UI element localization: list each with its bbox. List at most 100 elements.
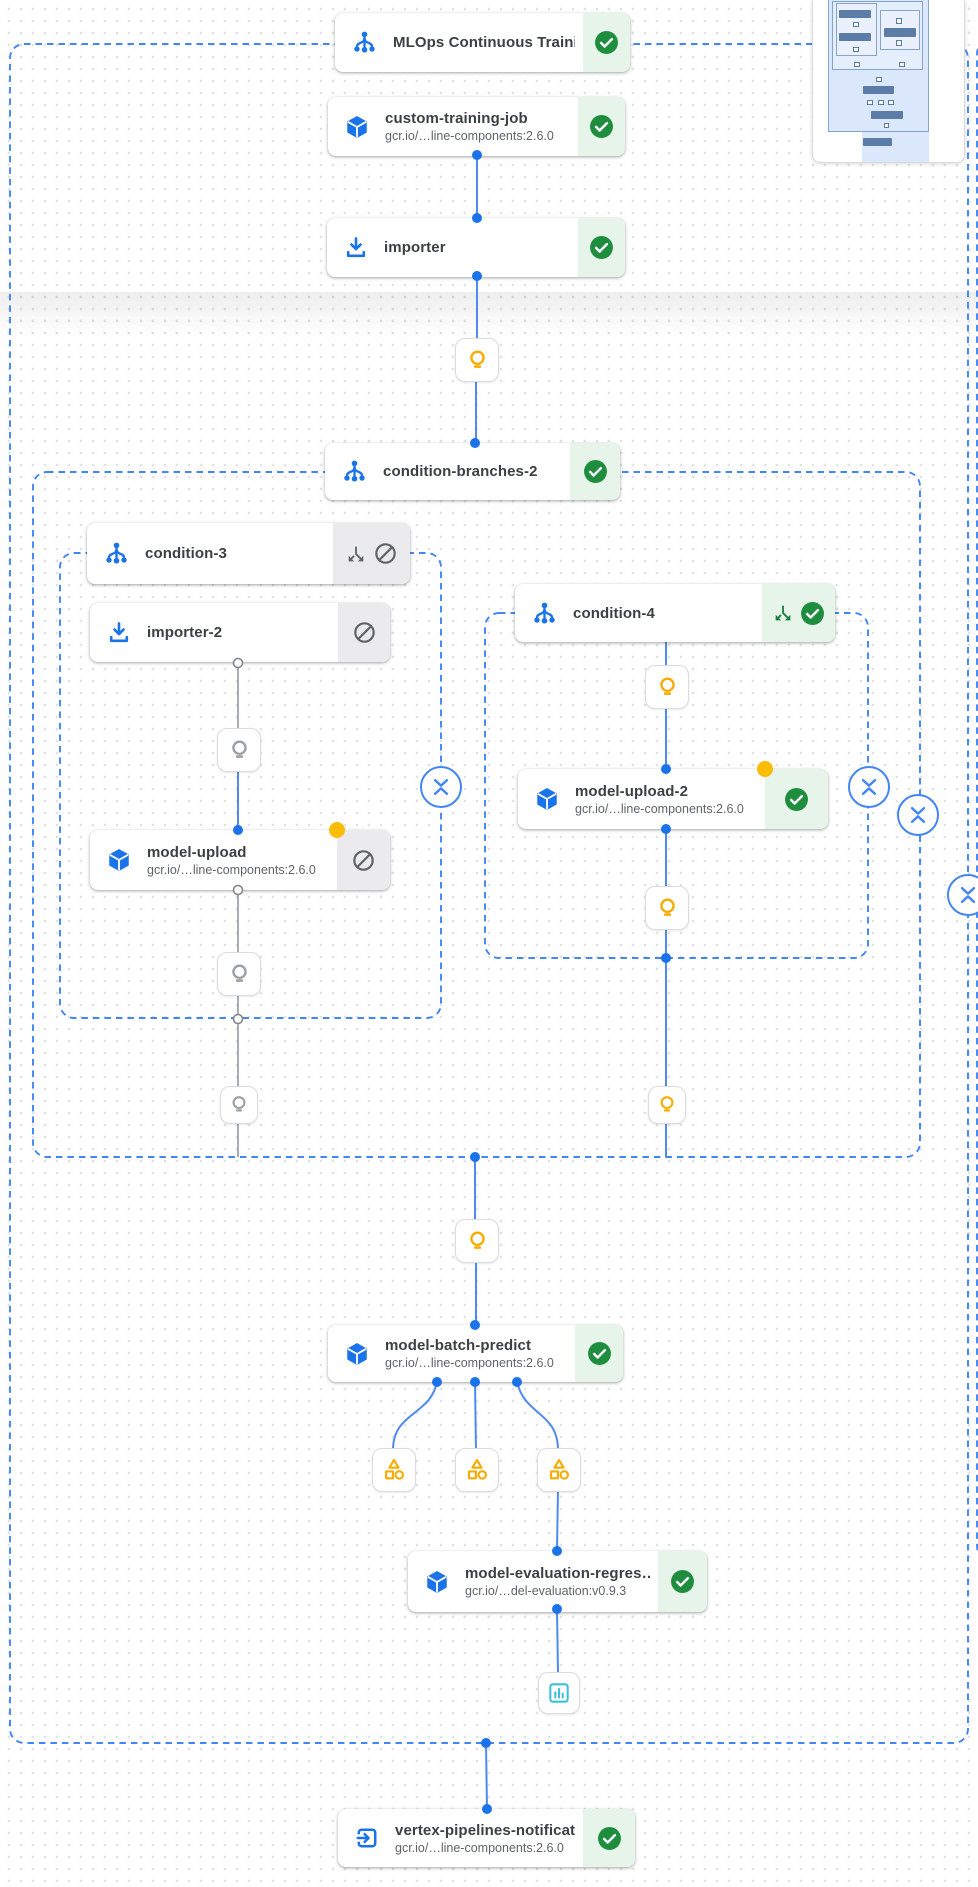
lightbulb-icon: [464, 1228, 491, 1255]
node-model-batch-predict[interactable]: model-batch-predict gcr.io/…line-compone…: [328, 1325, 623, 1382]
minimap-viewport-band: [862, 132, 929, 162]
minimap-marker: [899, 62, 905, 67]
node-vertex-pipelines-notification[interactable]: vertex-pipelines-notificat… gcr.io/…line…: [338, 1809, 635, 1867]
condition-marker[interactable]: [455, 1219, 499, 1263]
artifact-marker[interactable]: [372, 1448, 416, 1492]
collapse-group-condition-4-button[interactable]: [848, 766, 890, 808]
minimap-marker: [896, 18, 902, 24]
status-badge: [583, 1809, 635, 1867]
skipped-icon: [373, 541, 398, 566]
node-title: MLOps Continuous Traini…: [393, 34, 575, 51]
status-badge: [583, 13, 630, 72]
condition-marker[interactable]: [217, 728, 261, 772]
dag-icon: [103, 540, 130, 567]
check-circle-icon: [583, 459, 608, 484]
dag-icon: [531, 600, 558, 627]
collapse-icon: [850, 766, 888, 808]
artifact-marker[interactable]: [455, 1448, 499, 1492]
minimap[interactable]: [812, 0, 965, 163]
minimap-node: [839, 33, 871, 41]
node-subtitle: gcr.io/…line-components:2.6.0: [575, 801, 744, 816]
artifact-icon: [380, 1456, 408, 1484]
skipped-icon: [351, 848, 376, 873]
condition-marker[interactable]: [220, 1086, 258, 1124]
cube-icon: [344, 114, 370, 140]
check-circle-icon: [589, 235, 614, 260]
condition-marker[interactable]: [645, 886, 689, 930]
status-badge: [338, 603, 390, 662]
check-circle-icon: [587, 1341, 612, 1366]
minimap-marker: [876, 77, 882, 82]
check-circle-icon: [589, 114, 614, 139]
exit-icon: [354, 1825, 380, 1851]
minimap-marker: [854, 62, 860, 67]
node-condition-branches-2[interactable]: condition-branches-2: [325, 443, 620, 500]
condition-marker[interactable]: [455, 338, 499, 382]
branch-split-icon: [772, 602, 794, 624]
collapse-icon: [899, 794, 937, 836]
node-subtitle: gcr.io/…del-evaluation:v0.9.3: [465, 1584, 627, 1598]
cached-execution-dot: [757, 761, 773, 777]
dag-icon: [351, 29, 378, 56]
minimap-marker: [867, 100, 873, 105]
status-badge: [578, 97, 625, 156]
lightbulb-icon: [654, 674, 681, 701]
artifact-icon: [463, 1456, 491, 1484]
node-title: importer-2: [147, 624, 223, 641]
condition-marker[interactable]: [648, 1086, 686, 1124]
lightbulb-icon: [655, 1093, 679, 1117]
artifact-marker[interactable]: [537, 1448, 581, 1492]
condition-marker[interactable]: [645, 665, 689, 709]
node-subtitle: gcr.io/…line-components:2.6.0: [385, 1356, 554, 1370]
status-badge: [570, 443, 620, 500]
collapse-group-pipeline-button[interactable]: [947, 874, 978, 916]
minimap-node: [871, 111, 903, 119]
minimap-marker: [888, 100, 894, 105]
lightbulb-icon: [227, 1093, 251, 1117]
minimap-node: [839, 10, 871, 18]
minimap-marker: [896, 40, 902, 46]
canvas-scroll-shadow: [0, 292, 978, 338]
condition-marker[interactable]: [217, 952, 261, 996]
status-badge: [333, 523, 410, 584]
node-title: model-upload-2: [575, 782, 689, 800]
node-title: condition-branches-2: [383, 463, 538, 480]
node-custom-training-job[interactable]: custom-training-job gcr.io/…line-compone…: [328, 97, 625, 156]
lightbulb-icon: [226, 961, 253, 988]
node-model-upload-2[interactable]: model-upload-2 gcr.io/…line-components:2…: [518, 761, 828, 829]
node-title: model-upload: [147, 843, 247, 861]
node-model-upload[interactable]: model-upload gcr.io/…line-components:2.6…: [90, 822, 390, 890]
node-condition-4[interactable]: condition-4: [515, 584, 835, 642]
collapse-icon: [422, 766, 460, 808]
node-subtitle: gcr.io/…line-components:2.6.0: [147, 862, 316, 877]
node-importer[interactable]: importer: [327, 218, 625, 277]
cube-icon: [344, 1341, 370, 1367]
minimap-node: [863, 86, 894, 94]
metrics-marker[interactable]: [538, 1672, 580, 1714]
collapse-icon: [949, 874, 978, 916]
check-circle-icon: [594, 30, 619, 55]
minimap-node: [863, 138, 892, 146]
node-condition-3[interactable]: condition-3: [87, 523, 410, 584]
node-importer-2[interactable]: importer-2: [90, 603, 390, 662]
node-mlops-continuous-training[interactable]: MLOps Continuous Traini…: [335, 13, 630, 72]
collapse-group-condition-3-button[interactable]: [420, 766, 462, 808]
status-badge: [578, 218, 625, 277]
lightbulb-icon: [654, 895, 681, 922]
import-icon: [106, 620, 132, 646]
import-icon: [343, 235, 369, 261]
minimap-node: [884, 28, 916, 37]
collapse-group-condition-branches-2-button[interactable]: [897, 794, 939, 836]
lightbulb-icon: [464, 347, 491, 374]
node-subtitle: gcr.io/…line-components:2.6.0: [395, 1840, 564, 1855]
status-badge: [762, 584, 835, 642]
status-badge: [658, 1551, 707, 1612]
node-title: importer: [384, 239, 446, 256]
cube-icon: [106, 847, 132, 873]
node-title: vertex-pipelines-notificat…: [395, 1821, 575, 1839]
node-title: model-evaluation-regres…: [465, 1565, 650, 1582]
cached-execution-dot: [329, 822, 345, 838]
node-model-evaluation-regression[interactable]: model-evaluation-regres… gcr.io/…del-eva…: [408, 1551, 707, 1612]
status-badge: [765, 769, 828, 829]
